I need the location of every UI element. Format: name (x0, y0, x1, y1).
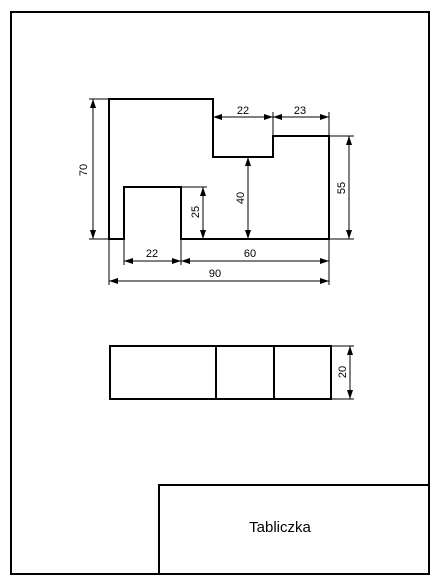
title-block-label: Tabliczka (249, 519, 311, 536)
dim-right-height-label: 55 (336, 182, 348, 194)
dim-notch-depth-label: 40 (235, 192, 247, 204)
dim-bottom-notch-width-label: 22 (146, 248, 158, 260)
dim-bottom-right-width: 60 (181, 239, 330, 265)
dim-overall-height: 70 (78, 98, 109, 240)
dim-thickness: 20 (331, 345, 354, 400)
dim-bottom-notch-height: 25 (181, 186, 207, 239)
dim-top-notch-width-label: 22 (237, 105, 249, 117)
front-view-outline (108, 98, 330, 240)
dim-overall-height-label: 70 (78, 164, 90, 176)
dim-right-height: 55 (329, 135, 354, 240)
dim-overall-width: 90 (108, 239, 330, 285)
top-view (109, 345, 332, 400)
dim-bottom-notch-width: 22 (123, 239, 182, 265)
dim-notch-depth: 40 (235, 157, 251, 239)
dim-thickness-label: 20 (337, 366, 349, 378)
sheet-border (10, 11, 430, 575)
dim-overall-width-label: 90 (209, 268, 221, 280)
dim-bottom-notch-height-label: 25 (190, 206, 202, 218)
title-block (158, 484, 430, 575)
dim-bottom-right-width-label: 60 (244, 248, 256, 260)
dim-top-notch-width: 22 (212, 99, 274, 136)
dim-top-right-width-label: 23 (294, 105, 306, 117)
top-view-outline (109, 345, 332, 400)
dim-top-right-width: 23 (272, 105, 330, 136)
